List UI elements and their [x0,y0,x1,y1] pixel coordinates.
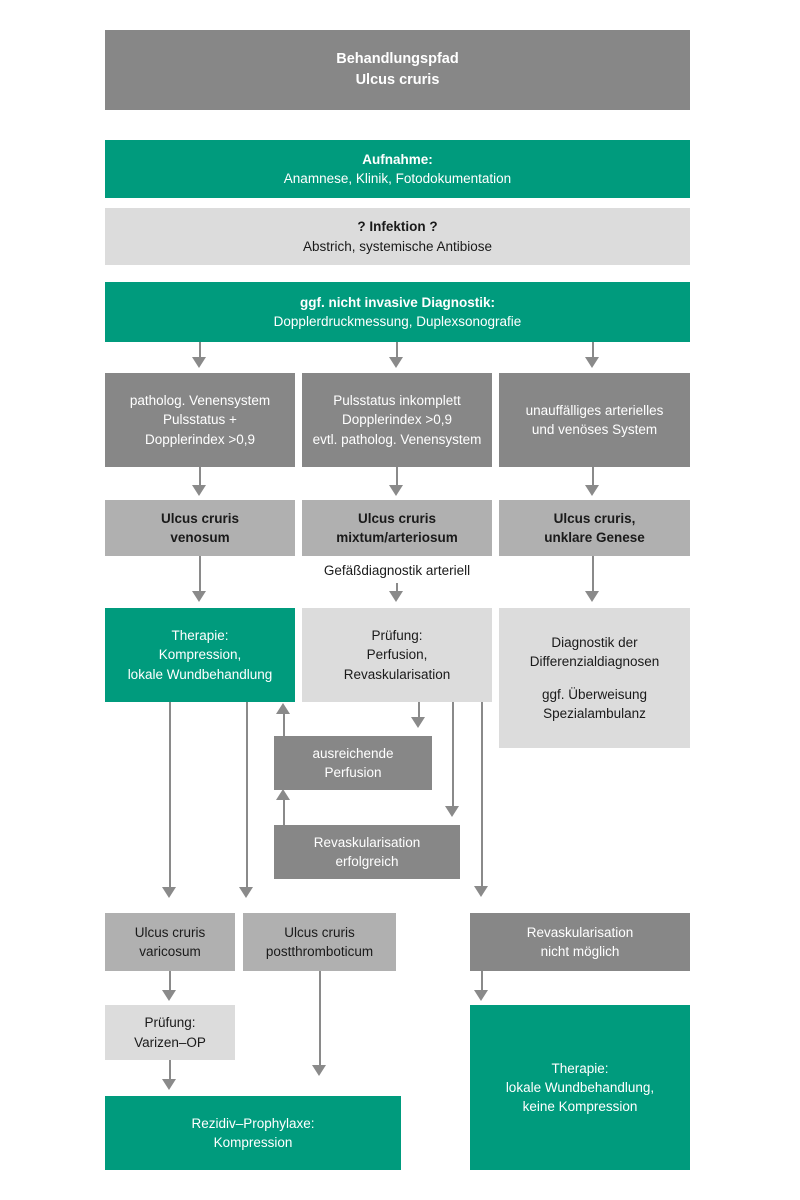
arrowhead-diagnostik-mid [389,357,403,368]
ulcus-postthrombotisch-body: Ulcus cruris postthromboticum [265,924,374,959]
arrowhead-postthrombotisch-down [312,1065,326,1076]
node-befund-mitte: Pulsstatus inkomplett Dopplerindex >0,9 … [302,373,492,467]
connector-pruefung-down-perfusion [418,702,420,719]
arrowhead-nicht-moeglich-down [474,990,488,1001]
connector-revask-up-to-perfusion [283,800,285,825]
node-title: Behandlungspfad Ulcus cruris [105,30,690,110]
infektion-body: Abstrich, systemische Antibiose [302,238,493,254]
connector-varicosum-down [169,971,171,992]
arrowhead-diagnostik-right [585,357,599,368]
node-pruefung-perfusion: Prüfung: Perfusion, Revaskularisation [302,608,492,702]
connector-postthrombotisch-down [319,971,321,1067]
connector-pruefung-down-revask [452,702,454,808]
befund-rechts-body: unauffälliges arterielles und venöses Sy… [525,402,664,437]
node-revask-erfolgreich: Revaskularisation erfolgreich [274,825,460,879]
rezidiv-prophylaxe-body: Rezidiv–Prophylaxe: Kompression [191,1115,315,1150]
arrowhead-venosum [192,591,206,602]
arrowhead-perfusion-up [276,703,290,714]
dd-line3: ggf. Überweisung [541,686,648,702]
node-aufnahme: Aufnahme: Anamnese, Klinik, Fotodokument… [105,140,690,198]
infektion-title: ? Infektion ? [357,219,438,235]
befund-links-body: patholog. Venensystem Pulsstatus + Doppl… [129,393,271,447]
arrowhead-therapie-to-postthrombotisch [239,887,253,898]
arrowhead-befund-mitte [389,485,403,496]
connector-diagnostik-mid [396,342,398,359]
connector-befund-links-down [199,467,201,487]
label-gefaessdiagnostik: Gefäßdiagnostik arteriell [323,563,471,578]
title-line2: Ulcus cruris [355,72,440,88]
connector-venosum-down [199,556,201,593]
arrowhead-befund-rechts [585,485,599,496]
node-pruefung-varizen: Prüfung: Varizen–OP [105,1005,235,1060]
connector-unklar-down [592,556,594,593]
arrowhead-befund-links [192,485,206,496]
connector-nicht-moeglich-down [481,971,483,992]
connector-therapie-to-postthrombotisch [246,702,248,889]
arrowhead-unklar [585,591,599,602]
revask-erfolgreich-body: Revaskularisation erfolgreich [313,834,421,869]
diagnostik-title: ggf. nicht invasive Diagnostik: [299,294,496,310]
node-revask-nicht-moeglich: Revaskularisation nicht möglich [470,913,690,971]
node-diagnose-venosum: Ulcus cruris venosum [105,500,295,556]
aufnahme-title: Aufnahme: [362,151,433,167]
node-ulcus-postthrombotisch: Ulcus cruris postthromboticum [243,913,396,971]
pruefung-varizen-body: Prüfung: Varizen–OP [134,1015,206,1050]
diagnose-unklar-body: Ulcus cruris, unklare Genese [544,510,645,545]
revask-nicht-moeglich-body: Revaskularisation nicht möglich [526,924,634,959]
node-rezidiv-prophylaxe: Rezidiv–Prophylaxe: Kompression [105,1096,401,1170]
arrowhead-therapie-to-varicosum [162,887,176,898]
therapie-kompression-body: Therapie: Kompression, lokale Wundbehand… [127,628,273,682]
node-ausreichende-perfusion: ausreichende Perfusion [274,736,432,790]
befund-mitte-body: Pulsstatus inkomplett Dopplerindex >0,9 … [312,393,482,447]
diagnostik-body: Dopplerdruckmessung, Duplexsonografie [273,314,522,329]
therapie-keine-kompression-body: Therapie: lokale Wundbehandlung, keine K… [505,1060,655,1115]
arrowhead-pruefung-to-nicht-moeglich [474,886,488,897]
ausreichende-perfusion-body: ausreichende Perfusion [312,745,394,780]
connector-mixtum-down [396,583,398,594]
node-infektion: ? Infektion ? Abstrich, systemische Anti… [105,208,690,265]
arrowhead-revask-up [276,789,290,800]
connector-pruefung-to-nicht-moeglich-v1 [481,702,483,888]
node-diagnostik: ggf. nicht invasive Diagnostik: Dopplerd… [105,282,690,342]
diagnose-mixtum-body: Ulcus cruris mixtum/arteriosum [336,510,458,545]
node-befund-links: patholog. Venensystem Pulsstatus + Doppl… [105,373,295,467]
connector-diagnostik-left [199,342,201,359]
connector-befund-rechts-down [592,467,594,487]
connector-befund-mitte-down [396,467,398,487]
diagnose-venosum-body: Ulcus cruris venosum [160,510,240,545]
aufnahme-body: Anamnese, Klinik, Fotodokumentation [283,171,512,186]
arrowhead-varicosum-down [162,990,176,1001]
arrowhead-pruefung-down-revask [445,806,459,817]
connector-perfusion-up-to-therapie [283,714,285,736]
node-diagnose-mixtum: Ulcus cruris mixtum/arteriosum [302,500,492,556]
arrowhead-pruefung-down-perfusion [411,717,425,728]
connector-varizen-down [169,1060,171,1082]
node-diagnostik-dd: Diagnostik der Differenzialdiagnosen ggf… [499,608,690,748]
arrowhead-diagnostik-left [192,357,206,368]
title-line1: Behandlungspfad [336,51,459,68]
node-therapie-keine-kompression: Therapie: lokale Wundbehandlung, keine K… [470,1005,690,1170]
ulcus-varicosum-body: Ulcus cruris varicosum [134,924,206,959]
node-therapie-kompression: Therapie: Kompression, lokale Wundbehand… [105,608,295,702]
dd-line2: Differenzialdiagnosen [529,654,660,670]
arrowhead-mixtum [389,591,403,602]
dd-line1: Diagnostik der [551,635,638,651]
pruefung-perfusion-body: Prüfung: Perfusion, Revaskularisation [343,628,451,682]
node-befund-rechts: unauffälliges arterielles und venöses Sy… [499,373,690,467]
connector-therapie-to-varicosum [169,702,171,889]
node-ulcus-varicosum: Ulcus cruris varicosum [105,913,235,971]
node-diagnose-unklar: Ulcus cruris, unklare Genese [499,500,690,556]
arrowhead-varizen-down [162,1079,176,1090]
dd-line4: Spezialambulanz [543,705,646,721]
connector-diagnostik-right [592,342,594,359]
